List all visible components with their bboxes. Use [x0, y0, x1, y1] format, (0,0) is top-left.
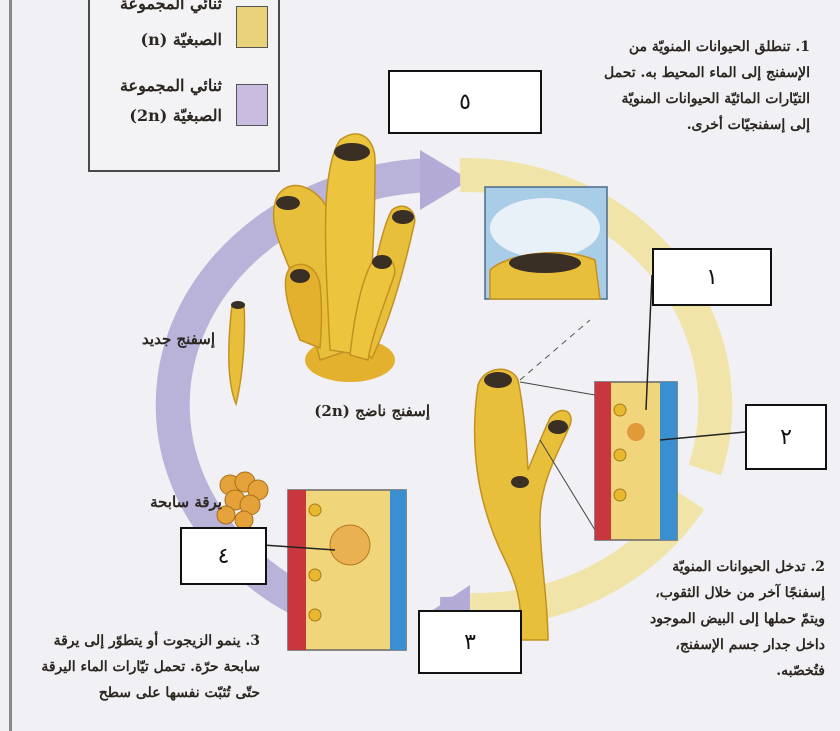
- label-box-2: ٢: [745, 404, 827, 470]
- step-3-text: 3. ينمو الزيجوت أو يتطوّر إلى يرقة سابحة…: [14, 628, 260, 706]
- mature-sponge-label: إسفنج ناضج (2n): [280, 398, 430, 424]
- label-box-4: ٤: [180, 527, 267, 585]
- label-box-3: ٣: [418, 610, 522, 674]
- new-sponge-label: إسفنج جديد: [100, 326, 215, 352]
- swimming-larva-label: يرقة سابحة: [110, 489, 222, 515]
- new-sponge: [229, 301, 245, 404]
- label-box-5: ٥: [388, 70, 542, 134]
- sperm-release-inset: [485, 187, 607, 299]
- swimming-larva: [217, 472, 268, 529]
- body-wall-section-right: [595, 382, 677, 540]
- step-1-text: 1. تنطلق الحيوانات المنويّة من الإسفنج إ…: [600, 34, 810, 138]
- label-box-1: ١: [652, 248, 772, 306]
- step-2-text: 2. تدخل الحيوانات المنويّة إسفنجًا آخر م…: [645, 554, 825, 684]
- body-wall-section-left: [288, 490, 406, 650]
